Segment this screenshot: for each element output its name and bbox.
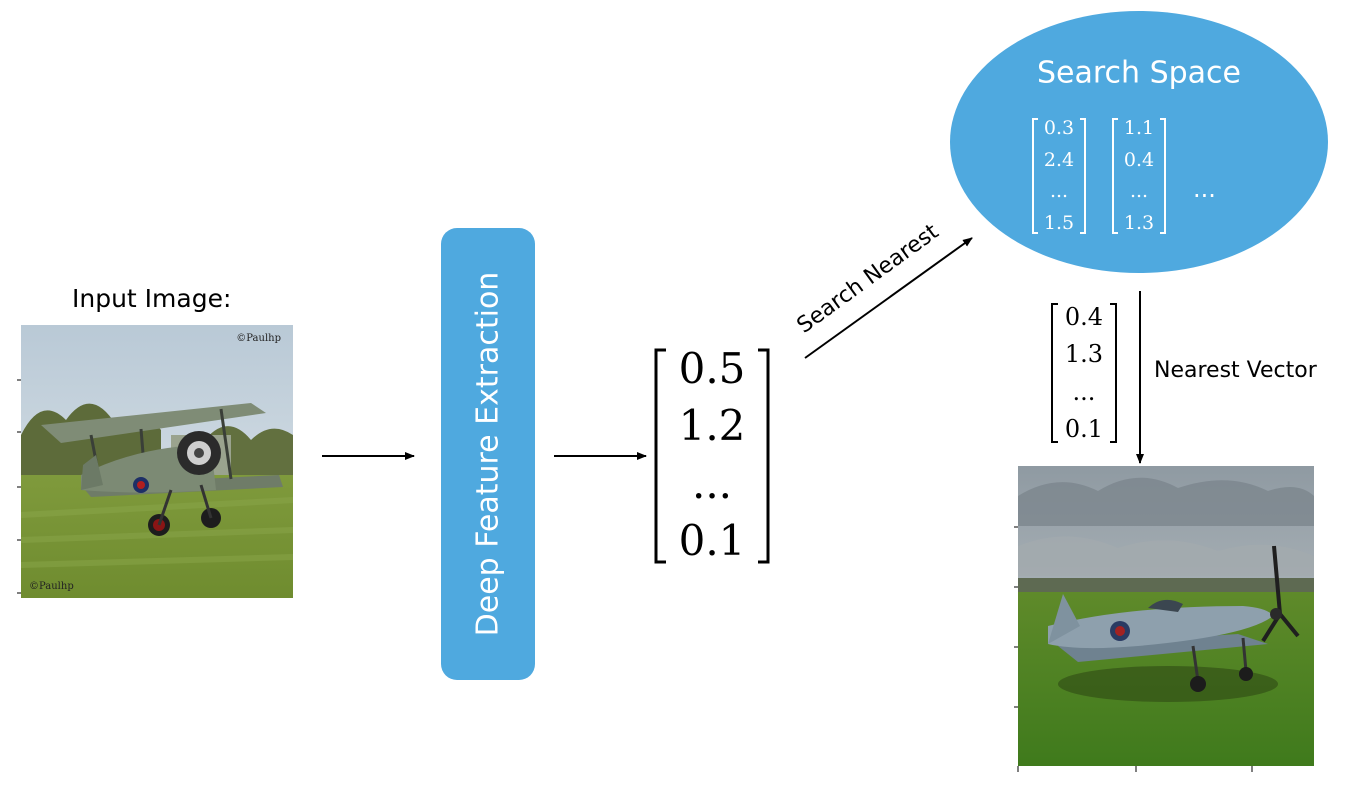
vector-value: 2.4 (1043, 148, 1075, 171)
feature-extraction-label: Deep Feature Extraction (470, 271, 506, 637)
vector-brackets (1112, 118, 1166, 234)
nearest-value: ... (1072, 377, 1096, 406)
nearest-vector: 0.4 1.3 ... 0.1 (1050, 302, 1118, 444)
search-space-title: Search Space (1036, 55, 1242, 91)
vector-value: 1.1 (1123, 117, 1155, 139)
nearest-value: 0.4 (1064, 303, 1104, 331)
nearest-vector-label: Nearest Vector (1154, 358, 1317, 383)
feature-vector: 0.5 1.2 ... 0.1 (654, 346, 770, 566)
output-image (1018, 466, 1314, 766)
feature-value: 0.1 (678, 515, 746, 565)
vector-value: 1.3 (1123, 211, 1155, 234)
vector-values: 0.3 2.4 ... 1.5 (1035, 119, 1083, 233)
feature-vector-values: 0.5 1.2 ... 0.1 (664, 348, 760, 562)
feature-value: 0.5 (678, 344, 746, 393)
vector-values: 1.1 0.4 ... 1.3 (1115, 119, 1163, 233)
vector-value: 0.4 (1123, 148, 1155, 171)
input-image: ©Paulhp ©Paulhp (21, 325, 293, 598)
spitfire-photo-icon (1018, 466, 1314, 766)
feature-vector-brackets (654, 348, 770, 564)
vector-value: ... (1049, 180, 1069, 203)
search-space-vector: 0.3 2.4 ... 1.5 (1031, 117, 1087, 235)
search-space: Search Space 0.3 2.4 ... 1.5 1.1 0.4 ...… (950, 11, 1328, 273)
nearest-value: 1.3 (1064, 340, 1104, 369)
vector-brackets (1032, 118, 1086, 234)
feature-value: ... (691, 458, 733, 508)
search-nearest-label: Search Nearest (792, 219, 944, 339)
nearest-value: 0.1 (1064, 414, 1104, 443)
biplane-photo-icon (21, 325, 293, 598)
nearest-vector-brackets (1051, 303, 1117, 443)
vector-value: 1.5 (1043, 211, 1075, 234)
input-image-label: Input Image: (72, 284, 232, 313)
feature-extraction-box: Deep Feature Extraction (441, 228, 535, 680)
search-space-vector: 1.1 0.4 ... 1.3 (1111, 117, 1167, 235)
vector-value: ... (1129, 180, 1149, 203)
watermark-bottom: ©Paulhp (29, 581, 74, 592)
vector-value: 0.3 (1043, 117, 1075, 139)
nearest-vector-values: 0.4 1.3 ... 0.1 (1055, 305, 1113, 441)
watermark-top: ©Paulhp (236, 333, 281, 344)
feature-value: 1.2 (678, 401, 746, 451)
search-space-ellipsis: ... (1193, 175, 1216, 203)
